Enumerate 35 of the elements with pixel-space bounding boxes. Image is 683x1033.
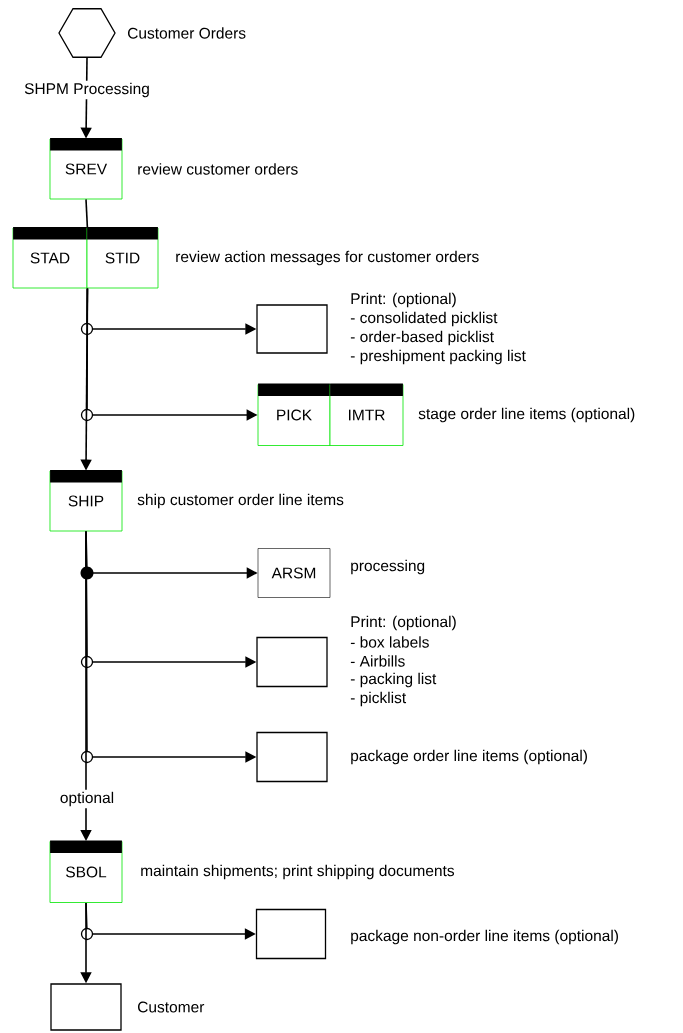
process-box xyxy=(50,983,122,1031)
node-caption: - consolidated picklist xyxy=(350,311,498,327)
node-caption: Print: (optional) xyxy=(351,615,456,631)
program-box: PICK xyxy=(257,383,331,446)
process-box xyxy=(256,636,328,688)
node-caption: package order line items (optional) xyxy=(351,749,587,765)
node-caption: - packing list xyxy=(350,672,437,688)
node-caption: - order-based picklist xyxy=(350,330,494,346)
edge-label: SHPM Processing xyxy=(22,80,152,100)
process-box xyxy=(255,908,327,960)
program-box: SBOL xyxy=(49,840,123,903)
node-caption: ship customer order line items xyxy=(137,493,344,509)
node-caption: - picklist xyxy=(350,691,407,707)
node-caption: processing xyxy=(351,559,425,575)
node-caption: - Airbills xyxy=(350,655,405,667)
program-box: IMTR xyxy=(329,383,404,446)
program-box: SHIP xyxy=(49,470,123,532)
program-box: STAD xyxy=(12,227,88,289)
node-caption: review customer orders xyxy=(138,163,298,175)
node-caption: Print: (optional) xyxy=(351,292,456,308)
node-caption: review action messages for customer orders xyxy=(176,250,479,266)
program-box: SREV xyxy=(49,138,123,200)
node-caption: maintain shipments; print shipping documents xyxy=(141,864,455,880)
node-caption: - preshipment packing list xyxy=(350,349,526,365)
process-box xyxy=(256,304,328,354)
hexagon-symbol xyxy=(58,8,116,58)
program-box: STID xyxy=(86,227,159,289)
edge-label: optional xyxy=(57,789,117,809)
node-caption: package non-order line items (optional) xyxy=(351,929,618,945)
node-caption: - box labels xyxy=(350,636,429,648)
process-box xyxy=(256,731,328,783)
program-box: ARSM xyxy=(257,548,331,598)
node-caption: Customer xyxy=(138,1001,205,1013)
node-caption: stage order line items (optional) xyxy=(418,407,635,423)
node-caption: Customer Orders xyxy=(128,27,246,39)
